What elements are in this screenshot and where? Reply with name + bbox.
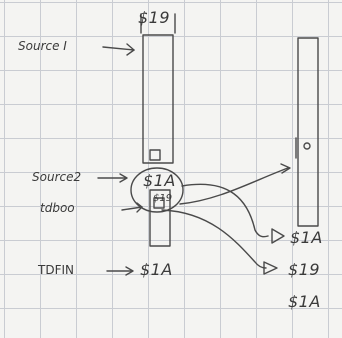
- right-marker-circle: [303, 142, 311, 150]
- center-19-label: $19: [153, 193, 173, 204]
- curve-to-right-1a: [181, 183, 269, 238]
- tdboo-label: tdboo: [40, 201, 75, 215]
- tdboo-arrow: [121, 206, 143, 211]
- right-1a-bottom-label: $1A: [288, 292, 321, 311]
- curve-to-right-column-head: [280, 163, 291, 174]
- tdfin-label: TDFIN: [38, 263, 74, 277]
- triangle-pointer-19: [263, 261, 278, 275]
- left-marker-square: [149, 149, 161, 161]
- source2-arrow-head: [119, 173, 128, 183]
- source1-column: [142, 34, 174, 164]
- value-ellipse: [130, 167, 184, 213]
- source1-label: Source I: [18, 39, 67, 53]
- lower-stem-column: [149, 189, 171, 247]
- tdfin-arrow-head: [125, 266, 134, 276]
- tdboo-arrow-head: [136, 202, 143, 213]
- source2-label: Source2: [32, 170, 82, 184]
- top-bracket: [140, 13, 176, 34]
- right-1a-top-label: $1A: [290, 228, 323, 247]
- top-value-label: $19: [138, 8, 171, 27]
- curve-to-right-column: [179, 167, 289, 205]
- source1-arrow: [102, 46, 135, 51]
- source1-arrow-head: [126, 43, 135, 56]
- right-column: [297, 37, 319, 227]
- triangle-pointer-1a: [271, 228, 285, 244]
- curve-to-right-19: [161, 209, 267, 269]
- stem-marker-square: [153, 197, 165, 209]
- tdfin-value-label: $1A: [140, 260, 173, 279]
- center-1a-label: $1A: [143, 171, 176, 190]
- right-19-label: $19: [288, 260, 321, 279]
